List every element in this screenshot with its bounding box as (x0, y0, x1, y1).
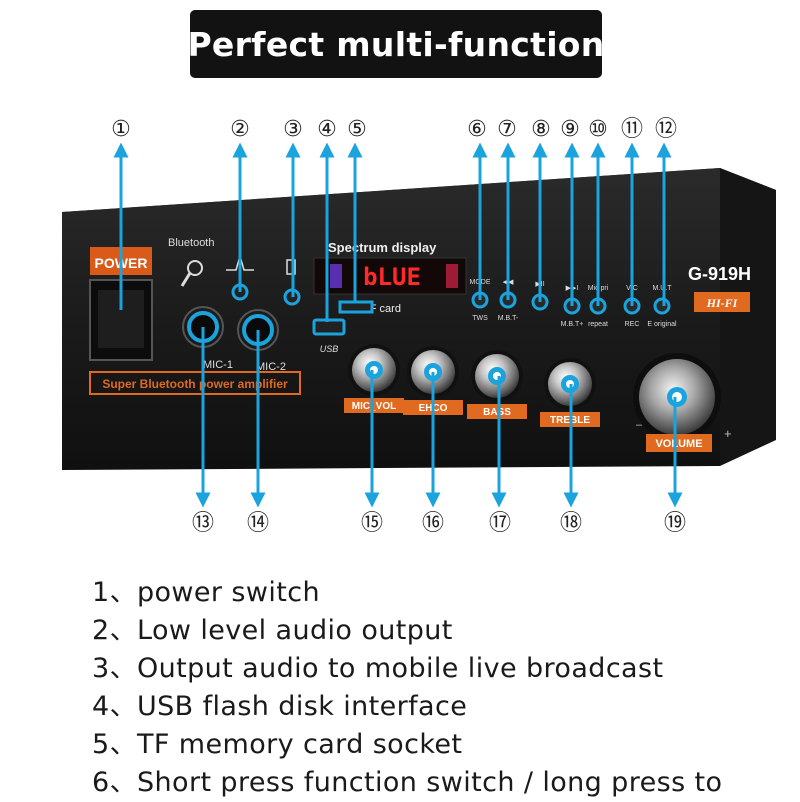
legend-item-low-level-output: 2、Low level audio output (92, 615, 453, 646)
callout-number-10: ⑩ (588, 117, 608, 142)
mic-1-label: MIC-1 (203, 359, 233, 371)
volume-plus: + (724, 426, 732, 441)
callout-arrows (113, 142, 683, 508)
knob-label-box (344, 398, 404, 413)
tagline-strip (89, 371, 301, 395)
control-button-top-label: M.U.T (652, 285, 672, 292)
legend-list: 1、power switch 2、Low level audio output … (92, 574, 792, 802)
callout-number-13: ⑬ (192, 511, 214, 536)
callout-number-18: ⑱ (560, 511, 582, 536)
callout-number-11: ⑪ (621, 117, 643, 142)
control-button-bottom-label: M.B.T+ (561, 321, 584, 328)
title-banner: Perfect multi-function (187, 10, 605, 78)
chassis-side (720, 168, 776, 466)
callout-number-7: ⑦ (497, 117, 517, 142)
callout-number-5: ⑤ (347, 117, 367, 142)
callout-number-9: ⑨ (560, 117, 580, 142)
control-button-bottom-label: M.B.T- (498, 315, 519, 322)
microphone-icon (180, 260, 203, 287)
callout-number-12: ⑫ (655, 117, 677, 142)
page-title: Perfect multi-function (187, 24, 605, 64)
usb-label: USB (320, 344, 339, 354)
tf-card-slot[interactable] (338, 300, 374, 314)
mic-2-label: MIC-2 (256, 361, 286, 373)
volume-knob[interactable] (633, 353, 721, 441)
legend-item-function-switch: 6、Short press function switch / long pre… (92, 767, 723, 798)
callout-number-16: ⑯ (422, 511, 444, 536)
callout-number-6: ⑥ (467, 117, 487, 142)
display-text: bLUE (363, 263, 421, 291)
legend-item-tf-card: 5、TF memory card socket (92, 729, 463, 760)
knob-label: BASS (483, 407, 511, 418)
control-button-bottom-label: repeat (588, 321, 608, 328)
control-button-12[interactable] (653, 297, 671, 315)
callout-number-2: ② (230, 117, 250, 142)
volume-minus: – (636, 419, 643, 431)
hifi-label: HI-FI (706, 296, 739, 310)
phone-icon (286, 259, 296, 275)
hifi-badge (694, 292, 750, 312)
usb-port[interactable] (312, 318, 346, 336)
control-button-bottom-label: E original (647, 321, 677, 328)
legend-item-usb: 4、USB flash disk interface (92, 691, 468, 722)
spectrum-display-label: Spectrum display (328, 240, 437, 255)
callout-number-1: ① (111, 117, 131, 142)
control-button-bottom-label: TWS (472, 315, 488, 322)
callout-number-8: ⑧ (531, 117, 551, 142)
callout-number-17: ⑰ (489, 511, 511, 536)
knob-label: MIC_VOL (352, 401, 396, 412)
tagline: Super Bluetooth power amplifier (102, 377, 288, 391)
callout-number-14: ⑭ (247, 511, 269, 536)
legend-item-live-broadcast: 3、Output audio to mobile live broadcast (92, 653, 664, 684)
callout-number-3: ③ (283, 117, 303, 142)
callout-number-19: ⑲ (664, 511, 686, 536)
volume-label-box (646, 434, 712, 452)
volume-label: VOLUME (655, 438, 702, 450)
front-panel (62, 168, 720, 470)
control-button-bottom-label: REC (625, 321, 640, 328)
bluetooth-label: Bluetooth (168, 237, 214, 249)
legend-item-power-switch: 1、power switch (92, 577, 321, 608)
model-label: G-919H (688, 264, 751, 284)
callout-number-15: ⑮ (361, 511, 383, 536)
callout-number-4: ④ (317, 117, 337, 142)
knob-label-box (467, 404, 527, 419)
